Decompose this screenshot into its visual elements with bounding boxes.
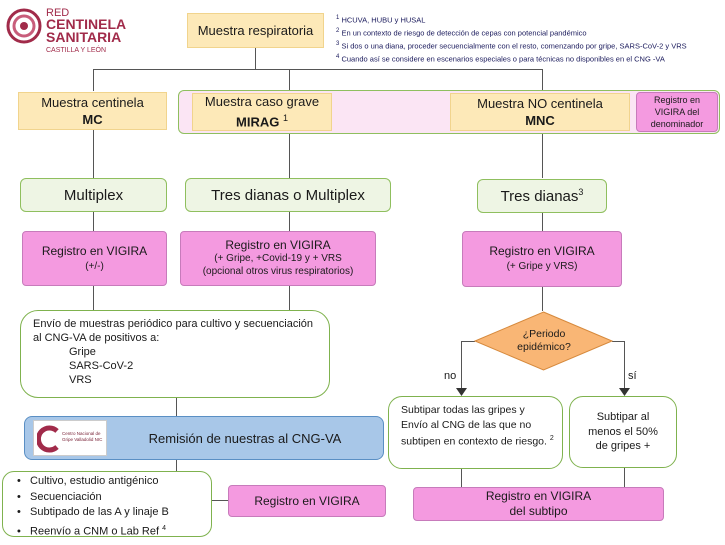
connector [461, 469, 463, 487]
muestra-respiratoria-label: Muestra respiratoria [197, 23, 314, 38]
logo-line1: RED [46, 7, 70, 19]
connector [289, 69, 291, 91]
muestra-respiratoria-box: Muestra respiratoria [187, 13, 324, 48]
registro-mirag-box: Registro en VIGIRA (+ Gripe, +Covid-19 y… [180, 231, 376, 286]
acciones-cng-box: • Cultivo, estudio antigénico • Secuenci… [2, 471, 212, 537]
logo-line2: CENTINELA [46, 16, 127, 32]
red-centinela-logo: RED CENTINELA SANITARIA CASTILLA Y LEÓN [6, 4, 146, 62]
logo-line3: SANITARIA [46, 29, 122, 45]
connector [461, 341, 463, 393]
mirag-line2: MIRAG [236, 114, 280, 130]
tres-dianas-multiplex-label: Tres dianas o Multiplex [211, 186, 365, 204]
connector [93, 130, 95, 178]
registro-subtipo-line2: del subtipo [509, 504, 568, 518]
footnote-4: 4 Cuando así se considere en escenarios … [336, 54, 665, 64]
mnc-line2: MNC [525, 113, 555, 128]
connector [93, 69, 95, 91]
connector [176, 398, 178, 416]
footnotes: 1 HCUVA, HUBU y HUSAL 2 En un contexto d… [336, 13, 724, 65]
mc-line1: Muestra centinela [41, 95, 144, 110]
logo-circle-icon [6, 8, 42, 44]
remision-label: Remisión de nuestras al CNG-VA [148, 430, 342, 446]
registro-mnc-line1: Registro en VIGIRA [489, 244, 595, 258]
envio-item: SARS-CoV-2 [69, 360, 134, 372]
connector [289, 286, 291, 310]
cng-logo-icon [37, 425, 59, 453]
registro-mc-line1: Registro en VIGIRA [41, 243, 148, 258]
connector [612, 341, 625, 343]
envio-muestras-box: Envío de muestras periódico para cultivo… [20, 310, 330, 398]
bullet-item: • Reenvío a CNM o Lab Ref 4 [17, 524, 167, 538]
registro-final-box: Registro en VIGIRA [228, 485, 386, 517]
si-label: sí [628, 370, 637, 382]
connector [93, 69, 543, 71]
mc-line2: MC [82, 112, 103, 127]
tres-dianas-label: Tres dianas [500, 188, 579, 205]
mirag-box: Muestra caso grave MIRAG 1 [192, 93, 332, 131]
envio-item: Gripe [69, 346, 96, 358]
arrow-down-icon [456, 388, 467, 396]
connector [542, 132, 544, 178]
subtipar-todas-sup: 2 [549, 435, 554, 442]
subtipar-50-box: Subtipar al menos el 50% de gripes + [569, 396, 677, 468]
arrow-down-icon [619, 388, 630, 396]
mnc-box: Muestra NO centinela MNC [450, 93, 630, 131]
registro-mc-box: Registro en VIGIRA (+/-) [22, 231, 167, 286]
footnote-3: 3 Si dos o una diana, proceder secuencia… [336, 41, 687, 51]
mc-box: Muestra centinela MC [18, 92, 167, 130]
registro-mirag-line3: (opcional otros virus respiratorios) [202, 266, 354, 277]
bullet-item: • Subtipado de las A y linaje B [17, 506, 169, 518]
connector [542, 287, 544, 311]
no-label: no [444, 370, 457, 382]
footnote-2: 2 En un contexto de riesgo de detección … [336, 28, 587, 38]
connector [93, 212, 95, 232]
tres-dianas-box: Tres dianas3 [477, 179, 607, 213]
multiplex-box: Multiplex [20, 178, 167, 212]
connector [289, 132, 291, 178]
footnote-1: 1 HCUVA, HUBU y HUSAL [336, 15, 426, 25]
registro-mirag-line1: Registro en VIGIRA [225, 238, 331, 252]
registro-mirag-line2: (+ Gripe, +Covid-19 y + VRS [214, 253, 342, 264]
mirag-line1: Muestra caso grave [204, 94, 320, 110]
connector [542, 69, 544, 91]
subtipar-50-label: Subtipar al menos el 50% de gripes + [588, 411, 658, 453]
connector [93, 286, 95, 310]
remision-box: Centro Nacional de Gripe Valladolid NIC … [24, 416, 384, 460]
mnc-line1: Muestra NO centinela [477, 96, 603, 111]
denominador-box: Registro en VIGIRA del denominador [636, 92, 718, 132]
tres-dianas-multiplex-box: Tres dianas o Multiplex [185, 178, 391, 212]
registro-final-label: Registro en VIGIRA [254, 494, 360, 508]
decision-diamond-shape [474, 311, 613, 371]
connector [461, 341, 475, 343]
decision-label: ¿Periodo epidémico? [517, 328, 571, 353]
registro-mnc-box: Registro en VIGIRA (+ Gripe y VRS) [462, 231, 622, 287]
bullet-item: • Cultivo, estudio antigénico [17, 475, 159, 487]
connector [624, 341, 626, 393]
logo-line4: CASTILLA Y LEÓN [46, 47, 107, 54]
registro-mnc-line2: (+ Gripe y VRS) [506, 261, 578, 272]
envio-item: VRS [69, 374, 92, 386]
registro-subtipo-box: Registro en VIGIRA del subtipo [413, 487, 664, 521]
bullet-item: • Secuenciación [17, 490, 102, 503]
connector [176, 460, 178, 472]
envio-intro: Envío de muestras periódico para cultivo… [33, 318, 314, 344]
cng-logo-text: Centro Nacional de Gripe Valladolid NIC [62, 431, 103, 442]
connector [542, 213, 544, 231]
subtipar-todas-label: Subtipar todas las gripes y Envío al CNG… [401, 404, 547, 448]
cng-logo: Centro Nacional de Gripe Valladolid NIC [33, 420, 107, 456]
mirag-sup: 1 [282, 113, 288, 124]
denominador-label: Registro en VIGIRA del denominador [650, 95, 704, 129]
connector [211, 500, 229, 502]
tres-dianas-sup: 3 [578, 187, 584, 197]
connector [255, 48, 257, 70]
registro-subtipo-line1: Registro en VIGIRA [485, 489, 592, 503]
connector [624, 468, 626, 487]
registro-mc-line2: (+/-) [85, 260, 104, 272]
connector [289, 212, 291, 232]
subtipar-todas-box: Subtipar todas las gripes y Envío al CNG… [388, 396, 563, 469]
multiplex-label: Multiplex [63, 186, 124, 204]
